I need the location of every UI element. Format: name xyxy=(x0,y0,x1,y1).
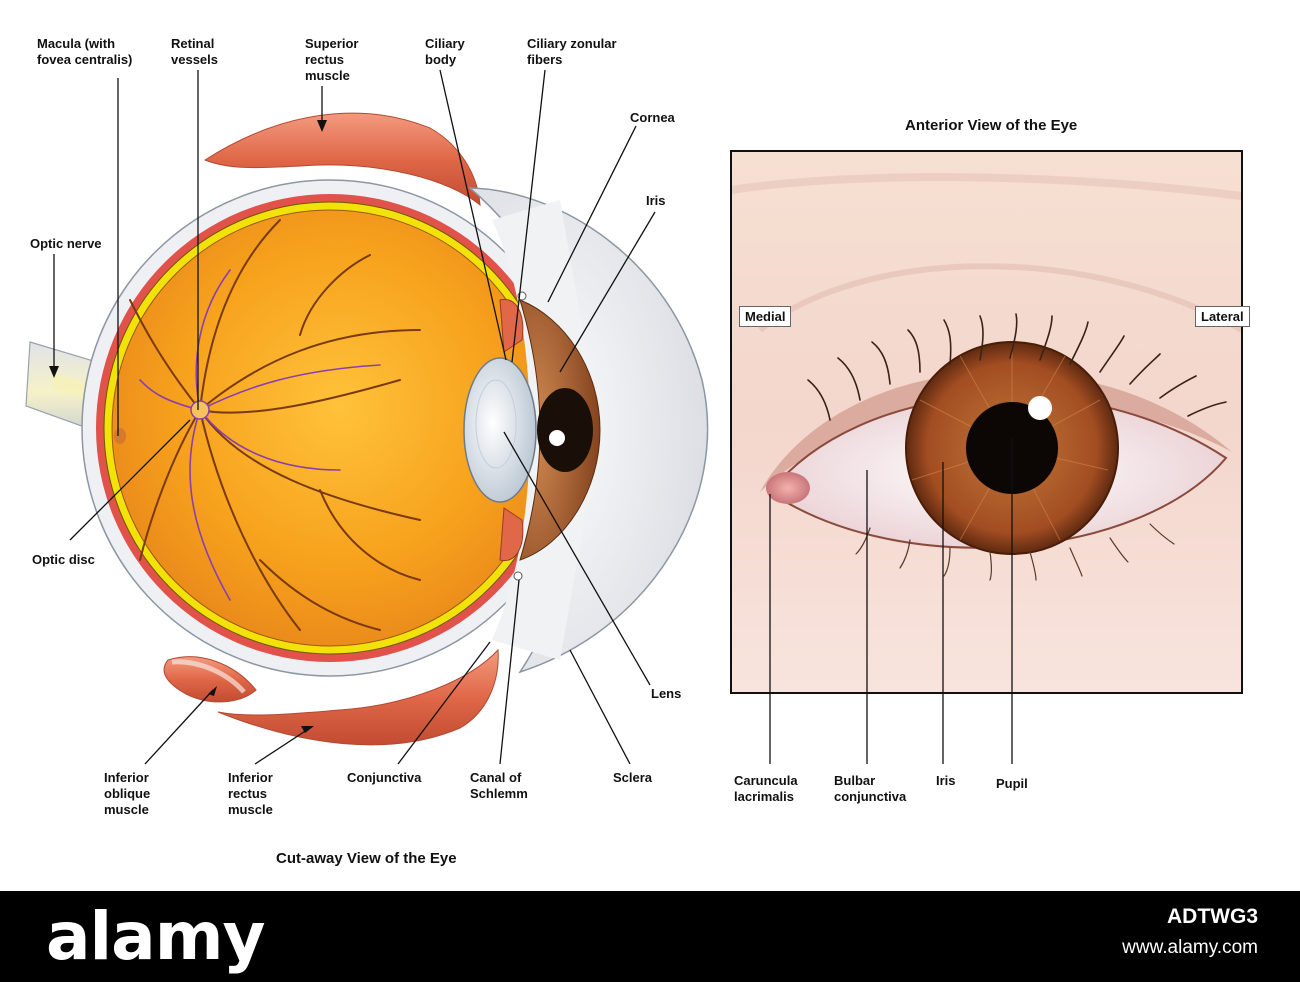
label-iris-right: Iris xyxy=(936,773,956,788)
label-caruncula-lacrimalis: Caruncula lacrimalis xyxy=(734,773,798,804)
inferior-oblique-muscle xyxy=(163,656,257,703)
caruncula-shape xyxy=(766,472,810,504)
optic-disc-shape xyxy=(190,400,210,420)
label-optic-disc: Optic disc xyxy=(32,552,95,567)
retinal-vessels-shape xyxy=(129,219,421,631)
label-iris-left: Iris xyxy=(646,193,666,208)
label-ciliary-zonular-fibers: Ciliary zonular fibers xyxy=(527,36,617,67)
label-macula: Macula (with fovea centralis) xyxy=(37,36,133,67)
superior-rectus-muscle xyxy=(203,112,481,207)
label-conjunctiva: Conjunctiva xyxy=(347,770,422,785)
label-inferior-rectus-muscle: Inferior rectus muscle xyxy=(228,770,273,817)
label-ciliary-body: Ciliary body xyxy=(425,36,465,67)
anterior-view-title: Anterior View of the Eye xyxy=(905,117,1078,134)
tag-medial: Medial xyxy=(739,306,792,327)
footer-info: ADTWG3 www.alamy.com xyxy=(1122,901,1258,963)
eyelashes-shape xyxy=(807,313,1227,421)
label-sclera: Sclera xyxy=(613,770,653,785)
anterior-view-frame xyxy=(730,150,1243,694)
stock-footer-bar xyxy=(0,891,1300,982)
label-bulbar-conjunctiva: Bulbar conjunctiva xyxy=(834,773,907,804)
alamy-logo: alamy xyxy=(46,898,265,975)
cutaway-view-title: Cut-away View of the Eye xyxy=(276,850,457,867)
lens-shape xyxy=(463,357,537,503)
label-retinal-vessels: Retinal vessels xyxy=(171,36,218,67)
label-pupil: Pupil xyxy=(996,776,1028,791)
label-optic-nerve: Optic nerve xyxy=(30,236,102,251)
canal-of-schlemm-shape xyxy=(513,571,523,581)
left-leader-lines xyxy=(53,69,656,765)
illustration-canvas xyxy=(25,69,1243,765)
label-canal-of-schlemm: Canal of Schlemm xyxy=(470,770,528,801)
label-lens: Lens xyxy=(651,686,682,701)
cutaway-eye-illustration xyxy=(25,112,709,746)
footer-url: www.alamy.com xyxy=(1122,937,1258,958)
macula-shape xyxy=(114,428,126,444)
label-superior-rectus-muscle: Superior rectus muscle xyxy=(305,36,359,83)
right-leader-lines xyxy=(769,438,1013,764)
tag-lateral: Lateral xyxy=(1195,306,1250,327)
label-inferior-oblique-muscle: Inferior oblique muscle xyxy=(104,770,151,817)
anterior-eye-illustration xyxy=(731,151,1242,693)
image-id: ADTWG3 xyxy=(1167,905,1258,928)
inferior-rectus-muscle xyxy=(217,648,499,746)
label-cornea: Cornea xyxy=(630,110,675,125)
left-leader-arrows xyxy=(49,120,327,733)
